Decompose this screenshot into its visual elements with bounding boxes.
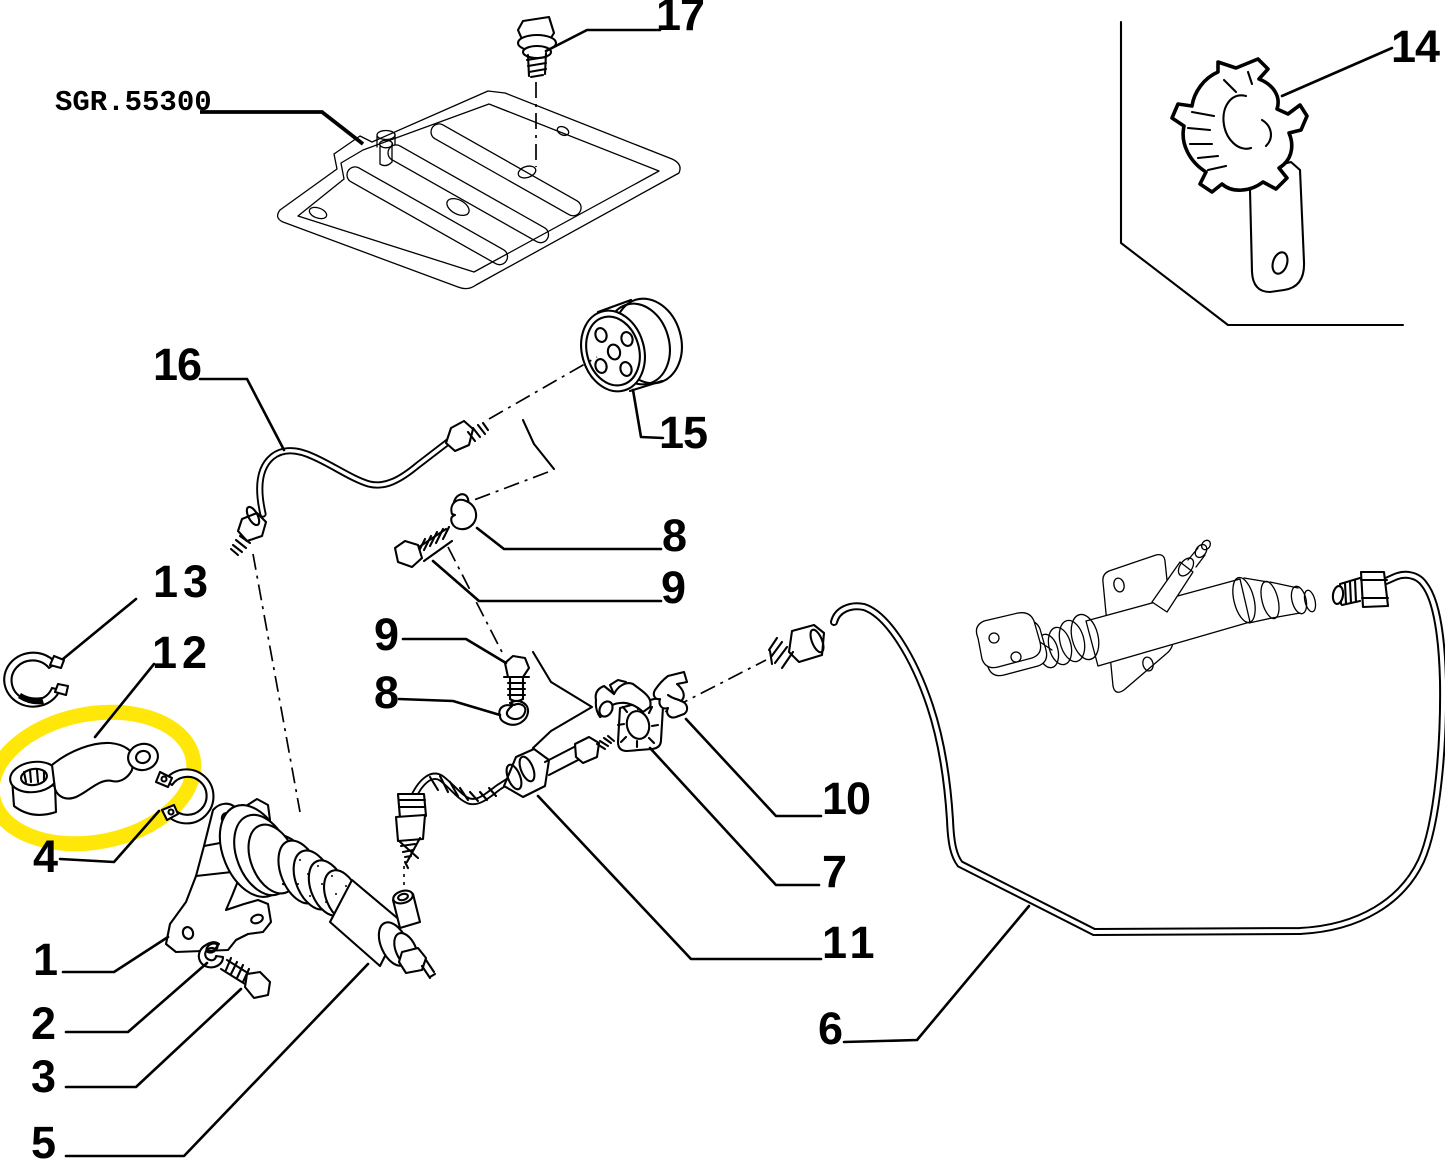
- callout-8-upper: 8: [662, 510, 686, 561]
- snap-ring-13: [3, 651, 70, 708]
- callout-8-lower: 8: [374, 667, 398, 718]
- callout-9-lower: 9: [374, 609, 398, 660]
- callout-1: 1: [33, 934, 57, 985]
- callout-2: 2: [31, 998, 55, 1049]
- main-pipe-6: [767, 570, 1445, 937]
- bolt-3: [219, 956, 272, 1000]
- callout-4: 4: [33, 831, 58, 882]
- bolt-9-upper: [393, 525, 454, 569]
- callout-7: 7: [822, 846, 846, 897]
- callout-12: 12: [152, 627, 212, 678]
- callout-labels: SGR.55300 17 14 16 15 8 9 13 12 9 8 4 10…: [31, 0, 1441, 1160]
- callout-14: 14: [1391, 21, 1440, 72]
- group-brace: [531, 650, 594, 750]
- callout-6: 6: [818, 1003, 842, 1054]
- master-cylinder-reference: [975, 539, 1317, 693]
- clutch-pipe-16: [229, 419, 490, 557]
- callout-3: 3: [31, 1051, 55, 1102]
- gearbox-cover-plate: [276, 90, 681, 290]
- callout-16: 16: [153, 339, 201, 390]
- retainer-clip-4: [154, 768, 215, 825]
- pipe-clip-14: [1170, 57, 1309, 294]
- support-bracket-7: [616, 697, 665, 753]
- release-arm-12: [9, 741, 159, 816]
- bolt-9-lower: [502, 654, 531, 703]
- damper-pulley-15: [580, 297, 683, 393]
- callout-11: 11: [822, 917, 880, 968]
- callout-15: 15: [659, 407, 707, 458]
- callout-9-upper: 9: [661, 562, 685, 613]
- leader-lines: [58, 28, 1394, 1158]
- callout-17: 17: [656, 0, 704, 40]
- callout-13: 13: [153, 556, 213, 607]
- highlight-marker: [0, 704, 202, 852]
- slave-cylinder-5: [218, 804, 437, 980]
- pipe-clamp-10-left: [594, 678, 652, 719]
- lock-washer-2: [197, 941, 225, 969]
- reference-code: SGR.55300: [55, 86, 212, 119]
- callout-5: 5: [31, 1117, 55, 1160]
- clip-8-lower: [498, 699, 530, 726]
- inset-border: [1119, 20, 1405, 327]
- clip-8-upper: [450, 493, 478, 531]
- callout-10: 10: [822, 773, 870, 824]
- flex-hose-11: [394, 734, 616, 870]
- screw-17: [516, 15, 558, 167]
- spring-clip-10: [652, 670, 689, 719]
